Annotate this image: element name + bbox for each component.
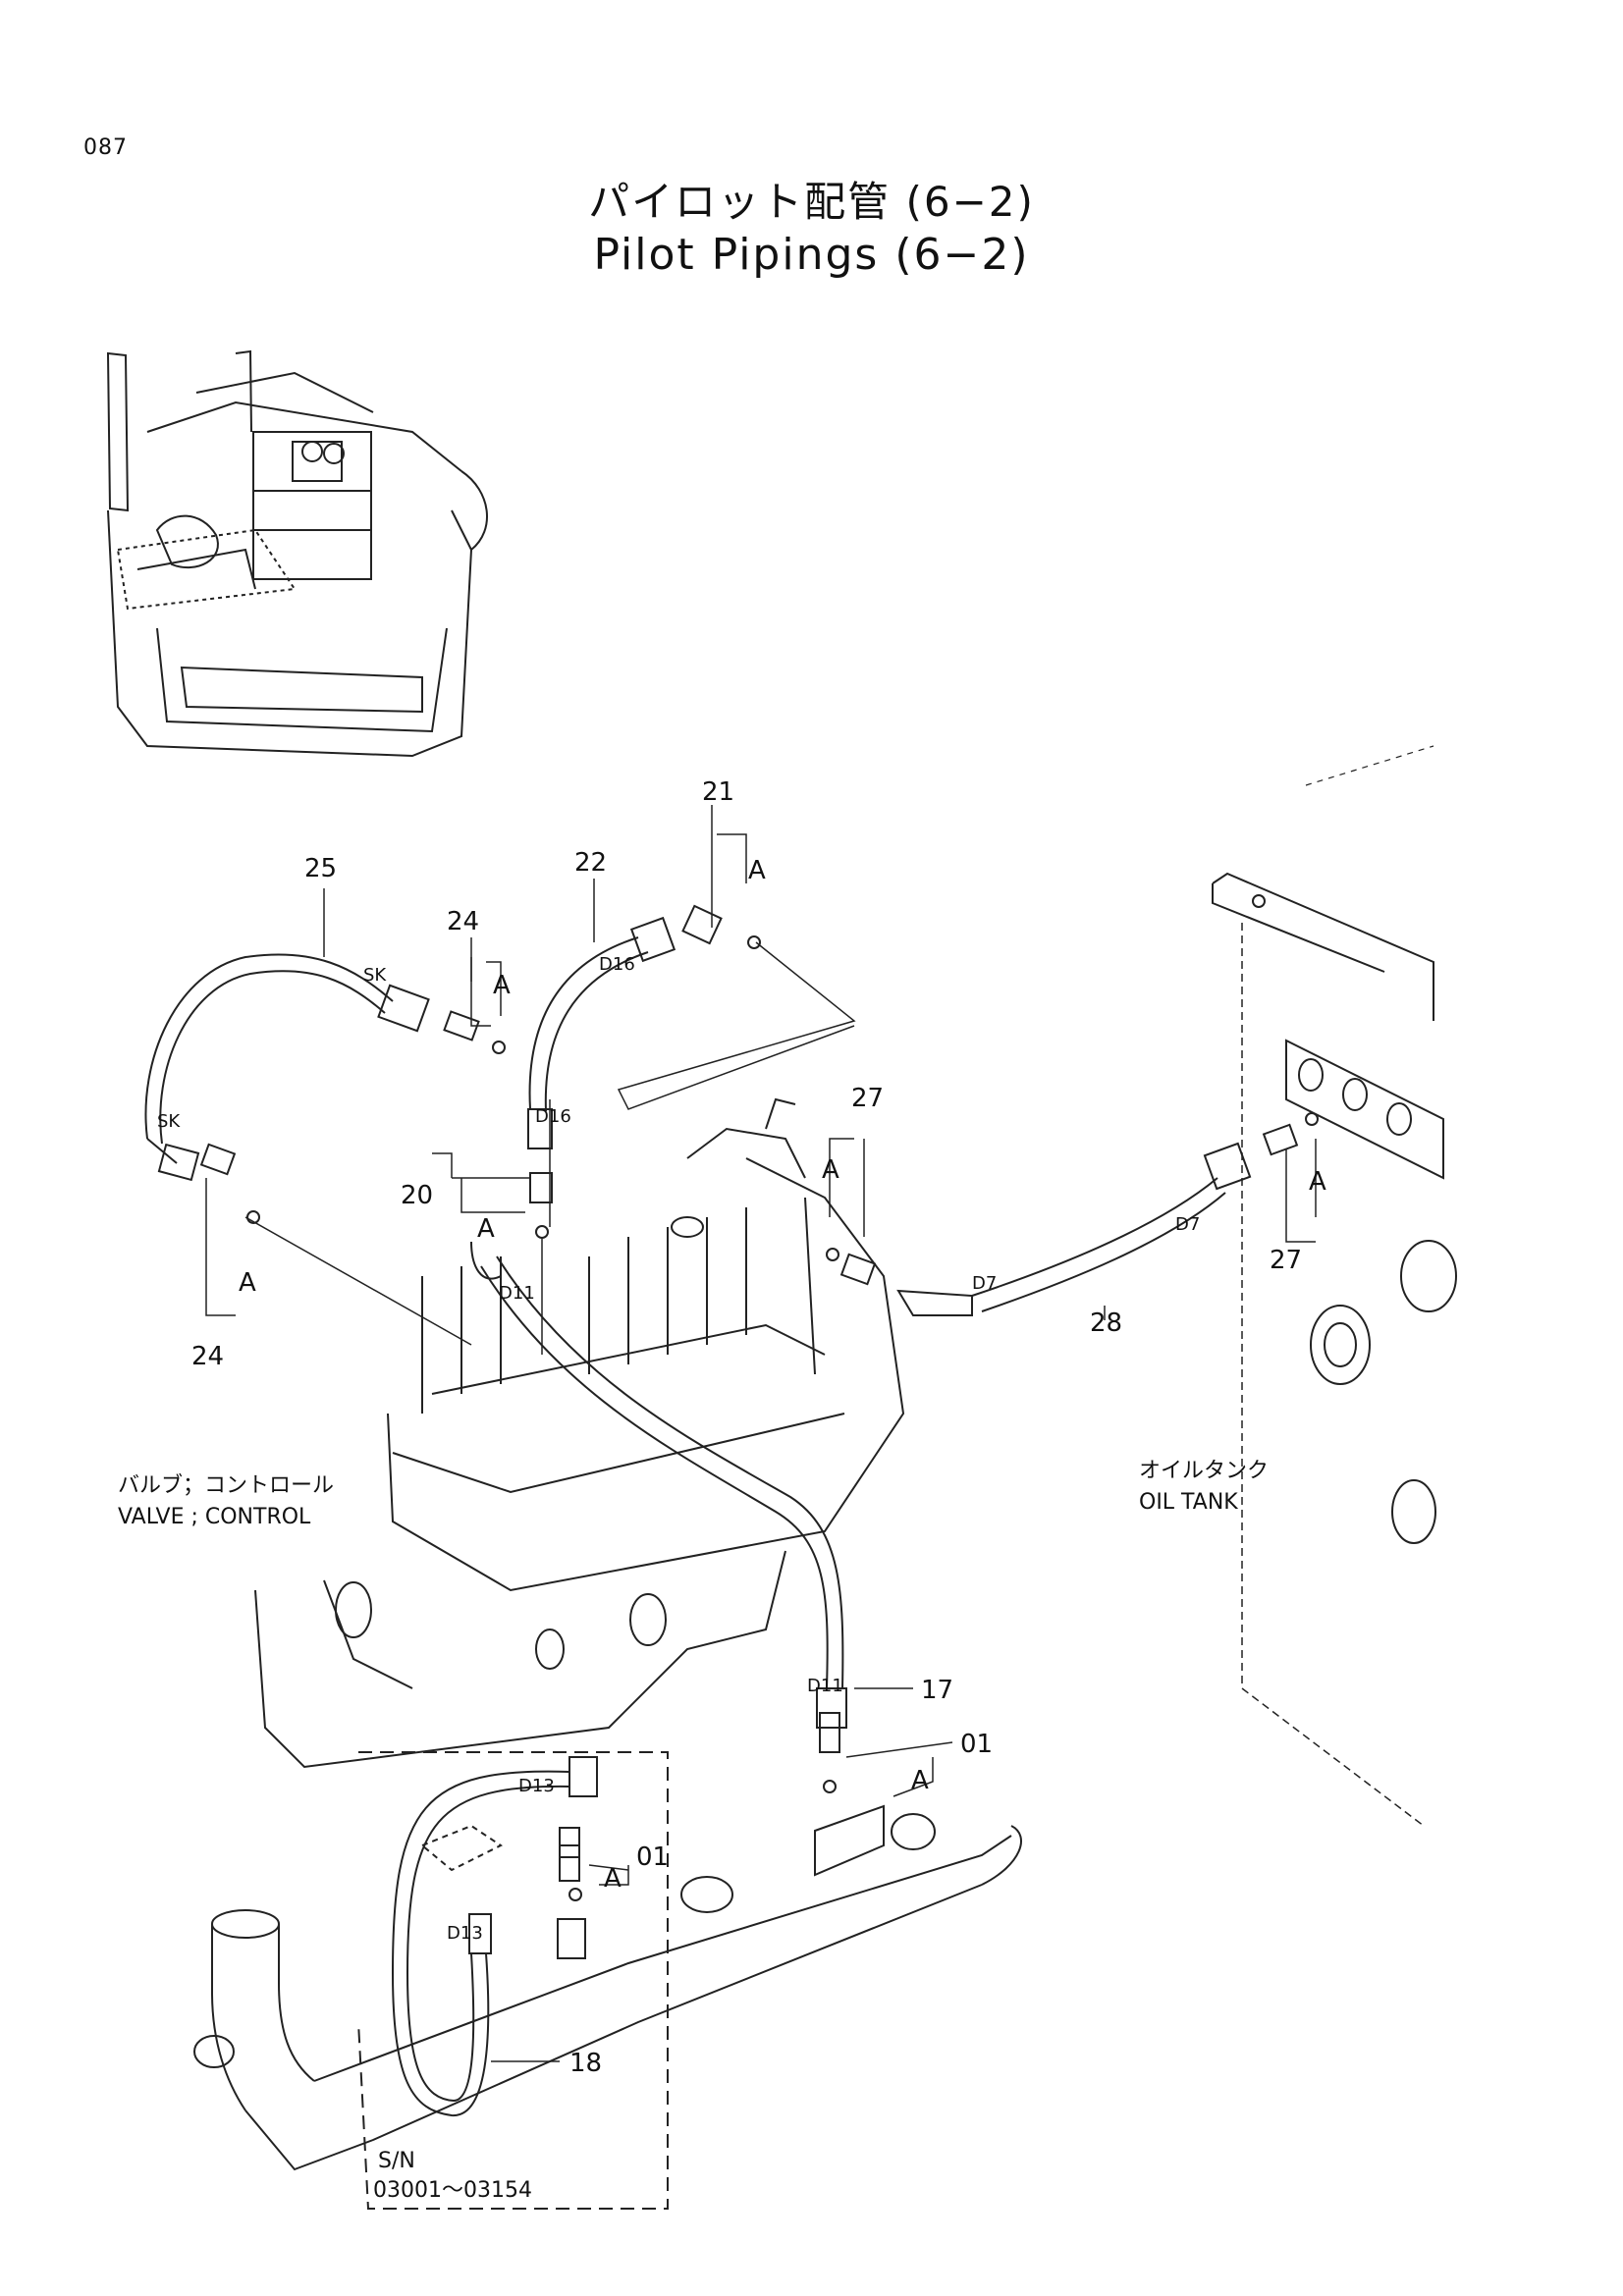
letter-a-21: A: [748, 856, 766, 885]
hose-17: [470, 1241, 847, 1729]
part-01-label-box: 01: [636, 1842, 669, 1872]
oil-tank-label-jp: オイルタンク: [1139, 1459, 1269, 1483]
serial-number-box: [357, 1751, 669, 2210]
letter-a-24-bottom: A: [239, 1268, 256, 1298]
hose-code-d16-1: D16: [599, 954, 635, 975]
hose-code-d11-1: D11: [499, 1283, 535, 1304]
hose-code-d13-2: D13: [447, 1923, 483, 1944]
hose-code-labels: SK SK D16 D16 D11 D11 D7 D7 D13 D13: [157, 954, 1200, 1944]
leader-lines: [205, 805, 1317, 2062]
oil-tank-label-en: OIL TANK: [1139, 1490, 1238, 1515]
letter-a-27-right: A: [1309, 1167, 1326, 1197]
hose-25: [144, 953, 430, 1182]
part-22-label: 22: [574, 848, 607, 878]
fittings: [199, 904, 1319, 1901]
letter-a-01-right: A: [911, 1766, 929, 1795]
component-labels: バルブ；コントロール VALVE ; CONTROL オイルタンク OIL TA…: [118, 1459, 1269, 2203]
hose-28: [896, 1142, 1252, 1316]
part-25-label: 25: [304, 854, 337, 883]
part-01-label-right: 01: [960, 1730, 993, 1759]
hose-code-d7-1: D7: [972, 1273, 997, 1294]
part-27-label-left: 27: [851, 1084, 884, 1113]
valve-control-label-en: VALVE ; CONTROL: [118, 1505, 311, 1529]
serial-number-range: 03001～03154: [373, 2178, 532, 2203]
part-28-label: 28: [1090, 1308, 1122, 1338]
part-27-label-right: 27: [1270, 1246, 1302, 1275]
serial-number-label: S/N: [378, 2149, 415, 2173]
letter-a-24-top: A: [493, 971, 511, 1000]
part-21-label: 21: [702, 777, 734, 807]
page-title-japanese: パイロット配管 (6−2): [588, 178, 1035, 226]
page-number: 087: [83, 135, 128, 160]
letter-a-01-box: A: [604, 1864, 622, 1894]
part-24-label-top: 24: [447, 907, 479, 936]
hose-22: [527, 916, 676, 1149]
letter-a-27-left: A: [822, 1155, 839, 1185]
oil-tank-illustration: [1212, 745, 1457, 1827]
hose-code-sk-2: SK: [157, 1111, 181, 1132]
hose-code-d16-2: D16: [535, 1106, 571, 1127]
hose-code-d13-1: D13: [518, 1776, 555, 1796]
part-20-label: 20: [401, 1181, 433, 1210]
hose-code-d7-2: D7: [1175, 1214, 1200, 1235]
piping-bottom: [193, 1804, 1022, 2171]
control-valve-illustration: [254, 1097, 905, 1769]
hose-code-sk-1: SK: [363, 965, 387, 986]
part-17-label: 17: [921, 1676, 953, 1705]
excavator-overview-illustration: [106, 349, 488, 758]
hose-code-d11-2: D11: [807, 1676, 843, 1696]
letter-a-20: A: [477, 1214, 495, 1244]
part-24-label-bottom: 24: [191, 1342, 224, 1371]
page-title-english: Pilot Pipings (6−2): [593, 230, 1030, 280]
valve-control-label-jp: バルブ；コントロール: [118, 1473, 334, 1498]
connection-letters: A A A A A A A A: [239, 856, 1326, 1894]
part-18-label: 18: [569, 2049, 602, 2078]
part-labels: 25 24 22 21 20 24 27 27 28 17 01 01 18: [191, 777, 1302, 2078]
